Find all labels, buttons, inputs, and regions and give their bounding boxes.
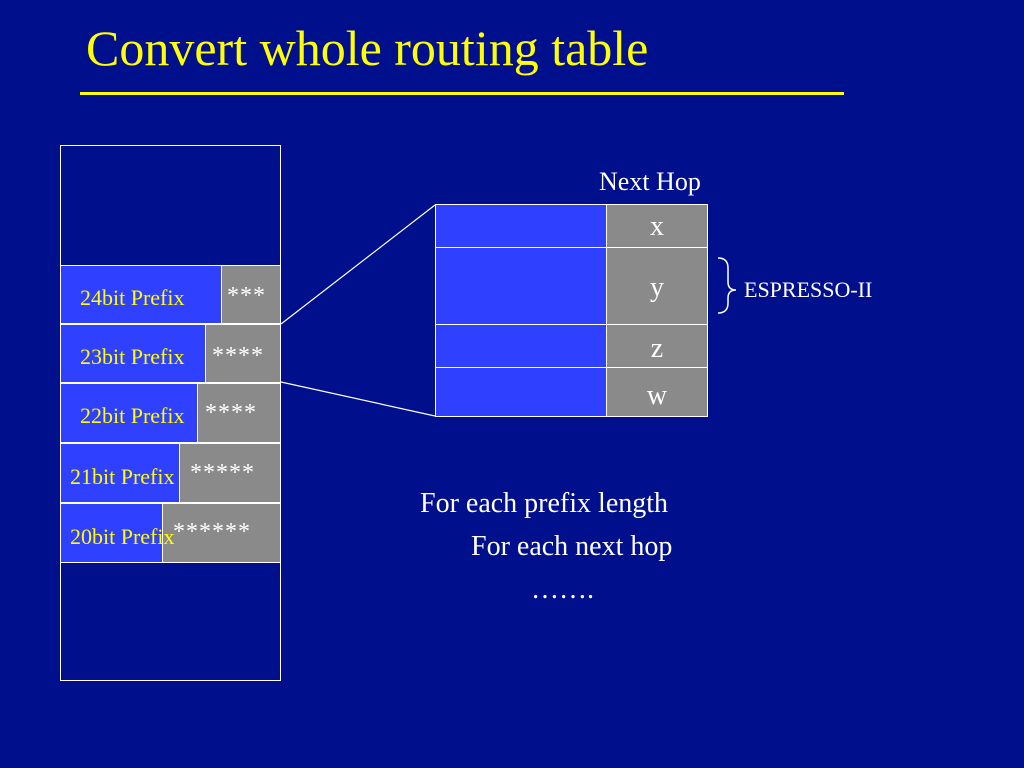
hop-row-z-blue [435, 324, 607, 368]
prefix-row-21-blue [60, 443, 180, 503]
next-hop-header: Next Hop [599, 167, 701, 196]
algorithm-line-1: For each prefix length [420, 488, 669, 519]
prefix-row-24-grey [221, 265, 281, 324]
hop-value-z: z [606, 324, 708, 368]
connector-line-top [280, 204, 436, 325]
prefix-row-23-blue [60, 324, 206, 383]
prefix-stars-24: *** [227, 283, 266, 309]
prefix-stars-23: **** [212, 343, 264, 369]
algorithm-line-3: ……. [531, 574, 594, 605]
prefix-stars-21: ***** [190, 460, 255, 486]
prefix-label-22: 22bit Prefix [80, 403, 185, 428]
hop-row-w-blue [435, 367, 607, 417]
prefix-row-22-grey [197, 383, 281, 443]
espresso-brace [717, 257, 737, 314]
prefix-stars-20: ****** [173, 519, 251, 545]
hop-value-x: x [606, 204, 708, 248]
prefix-stars-22: **** [205, 400, 257, 426]
prefix-row-21-grey [179, 443, 281, 503]
prefix-row-23-grey [205, 324, 281, 383]
prefix-label-21: 21bit Prefix [70, 464, 175, 489]
prefix-label-20: 20bit Prefix [70, 524, 175, 549]
espresso-label: ESPRESSO-II [744, 277, 873, 302]
prefix-label-24: 24bit Prefix [80, 285, 185, 310]
hop-row-x-blue [435, 204, 607, 248]
hop-value-y: y [606, 247, 708, 325]
hop-row-y-blue [435, 247, 607, 325]
slide-title: Convert whole routing table [86, 20, 649, 76]
hop-value-w: w [606, 367, 708, 417]
prefix-row-20-grey [162, 503, 281, 563]
algorithm-line-2: For each next hop [471, 531, 673, 562]
title-underline [80, 92, 844, 95]
prefix-label-23: 23bit Prefix [80, 344, 185, 369]
connector-line-bottom [280, 381, 436, 417]
prefix-row-22-blue [60, 383, 198, 443]
